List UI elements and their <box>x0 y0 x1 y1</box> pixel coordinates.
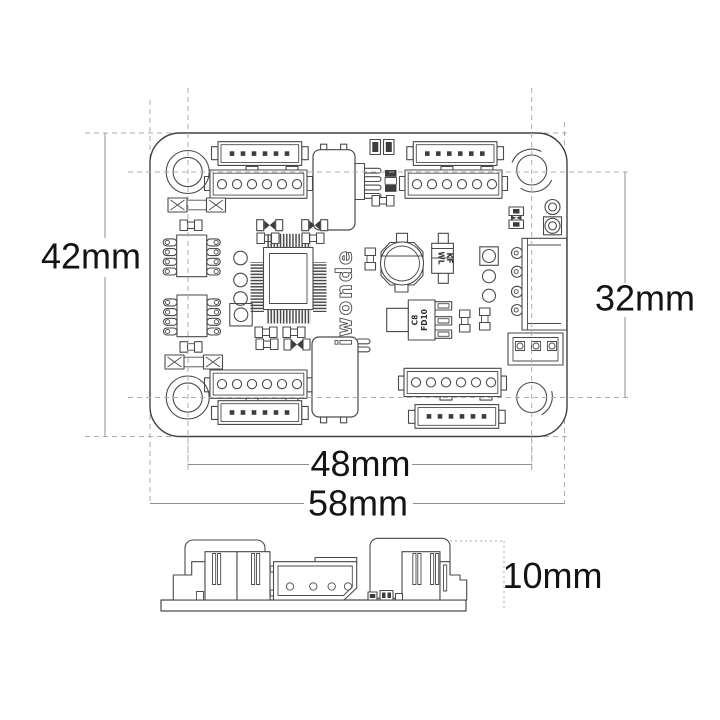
right-3pin-connector <box>507 332 564 366</box>
passive-3band <box>384 170 397 192</box>
side-left-connector <box>172 539 271 601</box>
dimension-label-48mm: 48mm <box>310 443 410 484</box>
header-bottom-left <box>210 400 309 425</box>
dimension-32mm: 32mm <box>595 172 695 398</box>
regulator-label-1: C8 <box>411 315 420 326</box>
right-edge-connector <box>510 237 568 331</box>
dimension-label-42mm: 42mm <box>41 236 141 277</box>
soic8-ic-upper <box>162 234 221 278</box>
inductor <box>379 232 425 293</box>
crystal <box>508 206 525 230</box>
diode: WL KF <box>431 232 454 284</box>
header-top-left <box>210 141 309 166</box>
side-pcb-bar <box>160 599 467 612</box>
board-top-view: WL KF C8 FD10 <box>149 132 568 438</box>
dimension-42mm: 42mm <box>41 133 141 437</box>
diode-label-2: KF <box>445 253 454 264</box>
board-side-view: 10mm <box>160 537 603 612</box>
regulator-label-2: FD10 <box>420 309 429 331</box>
side-middle-connector <box>269 556 358 601</box>
via-pair-top-right <box>542 198 563 236</box>
hole-centerlines <box>128 88 632 470</box>
header-bottom-right <box>407 404 506 429</box>
dimension-48mm: 48mm <box>187 436 533 484</box>
side-small-components <box>367 589 404 601</box>
dimension-label-10mm: 10mm <box>502 555 602 596</box>
diode-label-1: WL <box>437 251 446 264</box>
socket-bottom-right <box>397 367 508 401</box>
socket-top-left <box>203 165 314 199</box>
dimension-10mm: 10mm <box>450 540 603 609</box>
voltage-regulator: C8 FD10 <box>386 299 453 341</box>
soic8-ic-lower <box>162 294 222 338</box>
dimension-58mm: 58mm <box>150 483 565 524</box>
dimension-label-58mm: 58mm <box>308 483 408 524</box>
header-top-right <box>406 141 505 166</box>
brand-logo: iwonde <box>333 249 357 346</box>
side-right-connector <box>369 537 468 601</box>
passive-pair-top-edge <box>369 138 395 156</box>
test-points-left <box>229 250 253 327</box>
dimension-label-32mm: 32mm <box>595 278 695 319</box>
test-points-right <box>479 246 499 303</box>
connector-module-top <box>312 143 382 231</box>
socket-top-right <box>398 165 509 199</box>
